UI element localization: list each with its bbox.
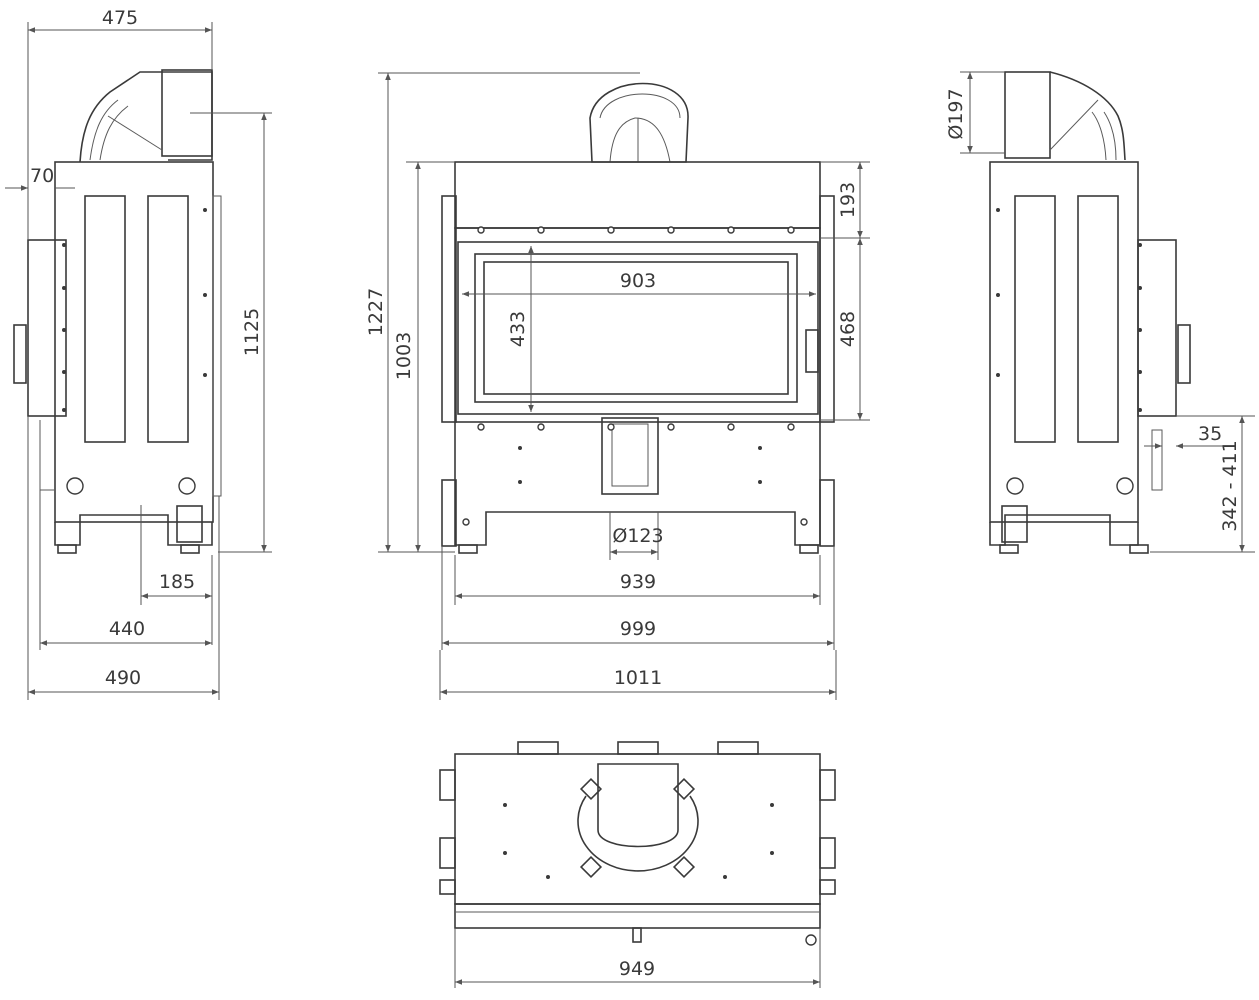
side-view-right (989, 71, 1191, 554)
side-view-left (13, 69, 222, 554)
dim-1125: 1125 (241, 308, 263, 356)
dim-903: 903 (620, 270, 656, 292)
front-view (441, 82, 835, 554)
dim-490: 490 (105, 667, 141, 689)
dim-70: 70 (30, 165, 54, 187)
dim-o123: Ø123 (612, 525, 663, 547)
dim-193: 193 (837, 182, 859, 218)
dim-939: 939 (620, 571, 656, 593)
dim-949: 949 (619, 958, 655, 980)
dim-o197: Ø197 (945, 88, 967, 139)
dim-468: 468 (837, 311, 859, 347)
top-view (439, 741, 836, 946)
dim-185: 185 (159, 571, 195, 593)
dim-1227: 1227 (365, 288, 387, 336)
dim-440: 440 (109, 618, 145, 640)
dim-1003: 1003 (393, 332, 415, 380)
dim-1011: 1011 (614, 667, 662, 689)
dim-35: 35 (1198, 423, 1222, 445)
dimensions-front: 1227 1003 193 468 903 433 Ø123 939 999 1… (365, 72, 870, 700)
dim-475: 475 (102, 7, 138, 29)
dimensions-left: 475 70 1125 185 440 490 (5, 7, 272, 700)
dim-999: 999 (620, 618, 656, 640)
dimensions-right: Ø197 35 342 - 411 (945, 71, 1255, 553)
dimensions-top: 949 (454, 928, 821, 988)
dim-433: 433 (507, 311, 529, 347)
dim-342-411: 342 - 411 (1219, 440, 1241, 531)
